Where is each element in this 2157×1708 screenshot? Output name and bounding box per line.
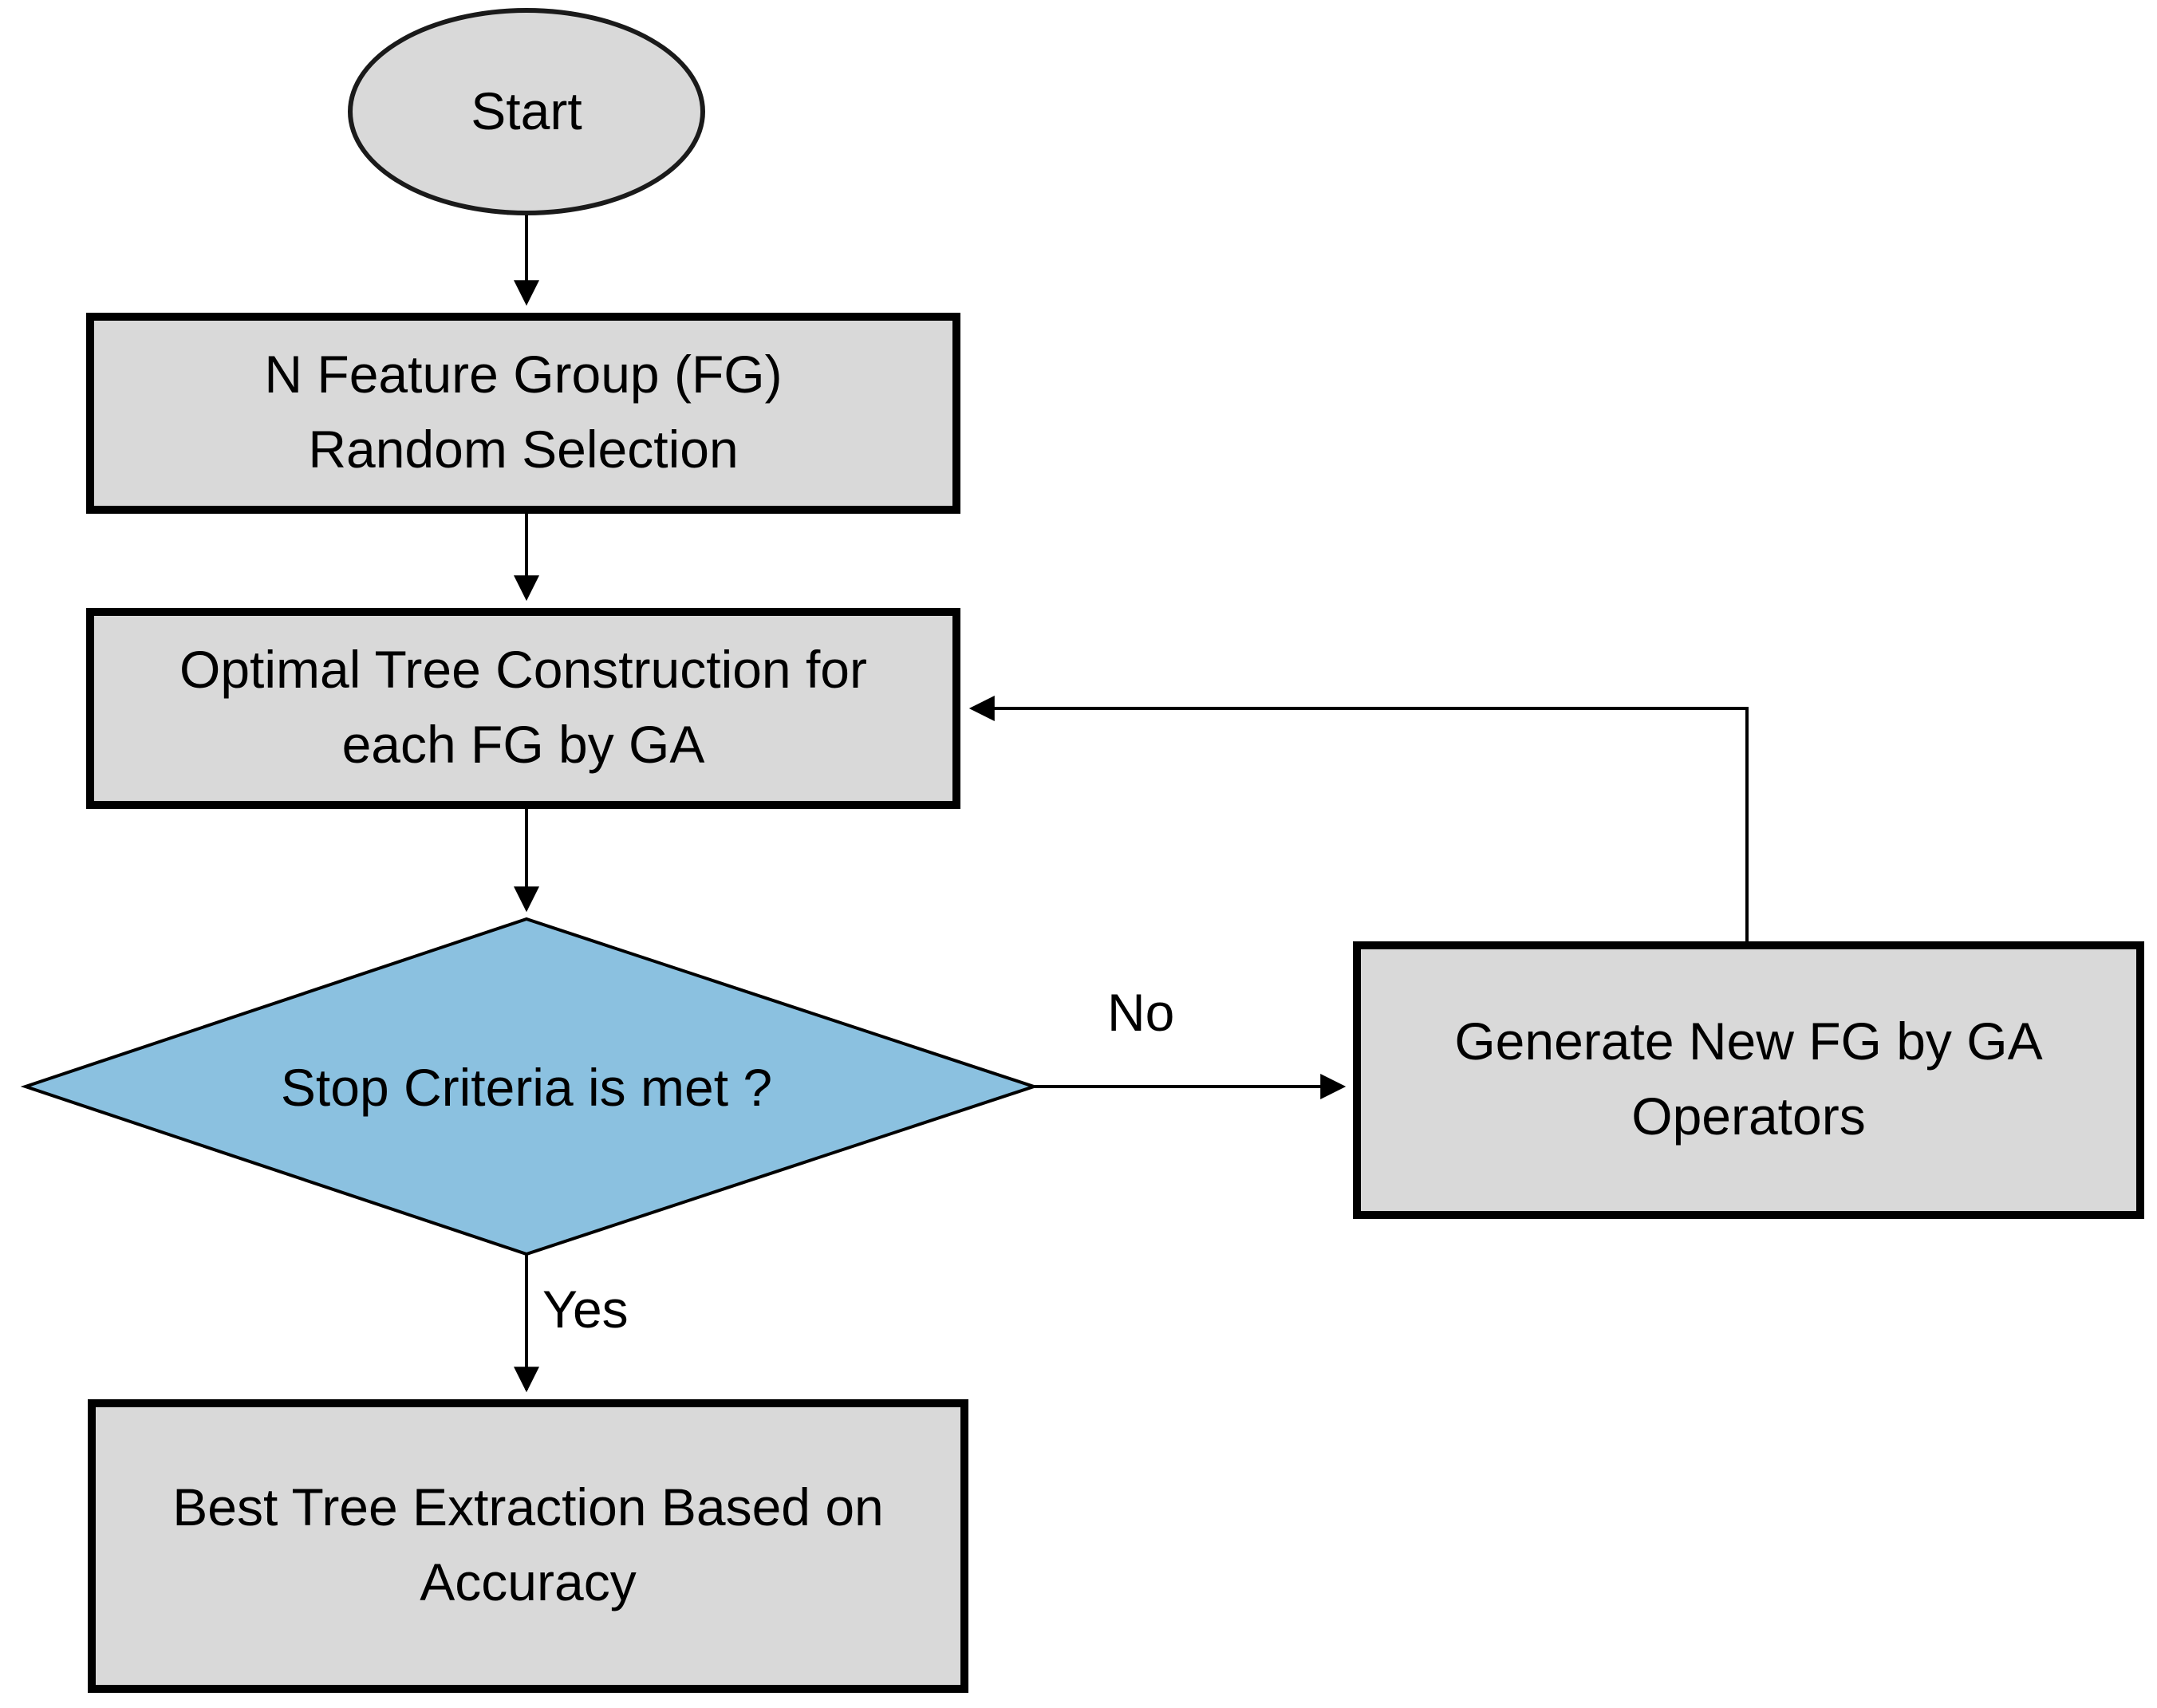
feature-group-label-line1: N Feature Group (FG) [264, 345, 783, 404]
feature-group-label-line2: Random Selection [308, 420, 739, 479]
tree-construction-label-line1: Optimal Tree Construction for [179, 640, 867, 700]
tree-construction-node: Optimal Tree Construction for each FG by… [86, 608, 960, 809]
feature-group-node: N Feature Group (FG) Random Selection [86, 313, 960, 514]
generate-fg-label-line1: Generate New FG by GA [1454, 1012, 2043, 1071]
generate-fg-label-line2: Operators [1631, 1087, 1866, 1146]
start-node: Start [348, 8, 705, 215]
edge-generate-feedback-to-tree [968, 696, 1749, 943]
yes-edge-label: Yes [542, 1280, 629, 1339]
best-tree-label-line2: Accuracy [420, 1552, 637, 1611]
decision-node-label: Stop Criteria is met ? [144, 1029, 909, 1147]
start-label: Start [471, 81, 582, 140]
decision-label-text: Stop Criteria is met ? [280, 1058, 773, 1117]
no-edge-label: No [1107, 983, 1175, 1042]
best-tree-label-line1: Best Tree Extraction Based on [172, 1477, 884, 1537]
generate-fg-node: Generate New FG by GA Operators [1353, 941, 2144, 1219]
tree-construction-label-line2: each FG by GA [341, 715, 705, 774]
best-tree-node: Best Tree Extraction Based on Accuracy [88, 1399, 968, 1693]
